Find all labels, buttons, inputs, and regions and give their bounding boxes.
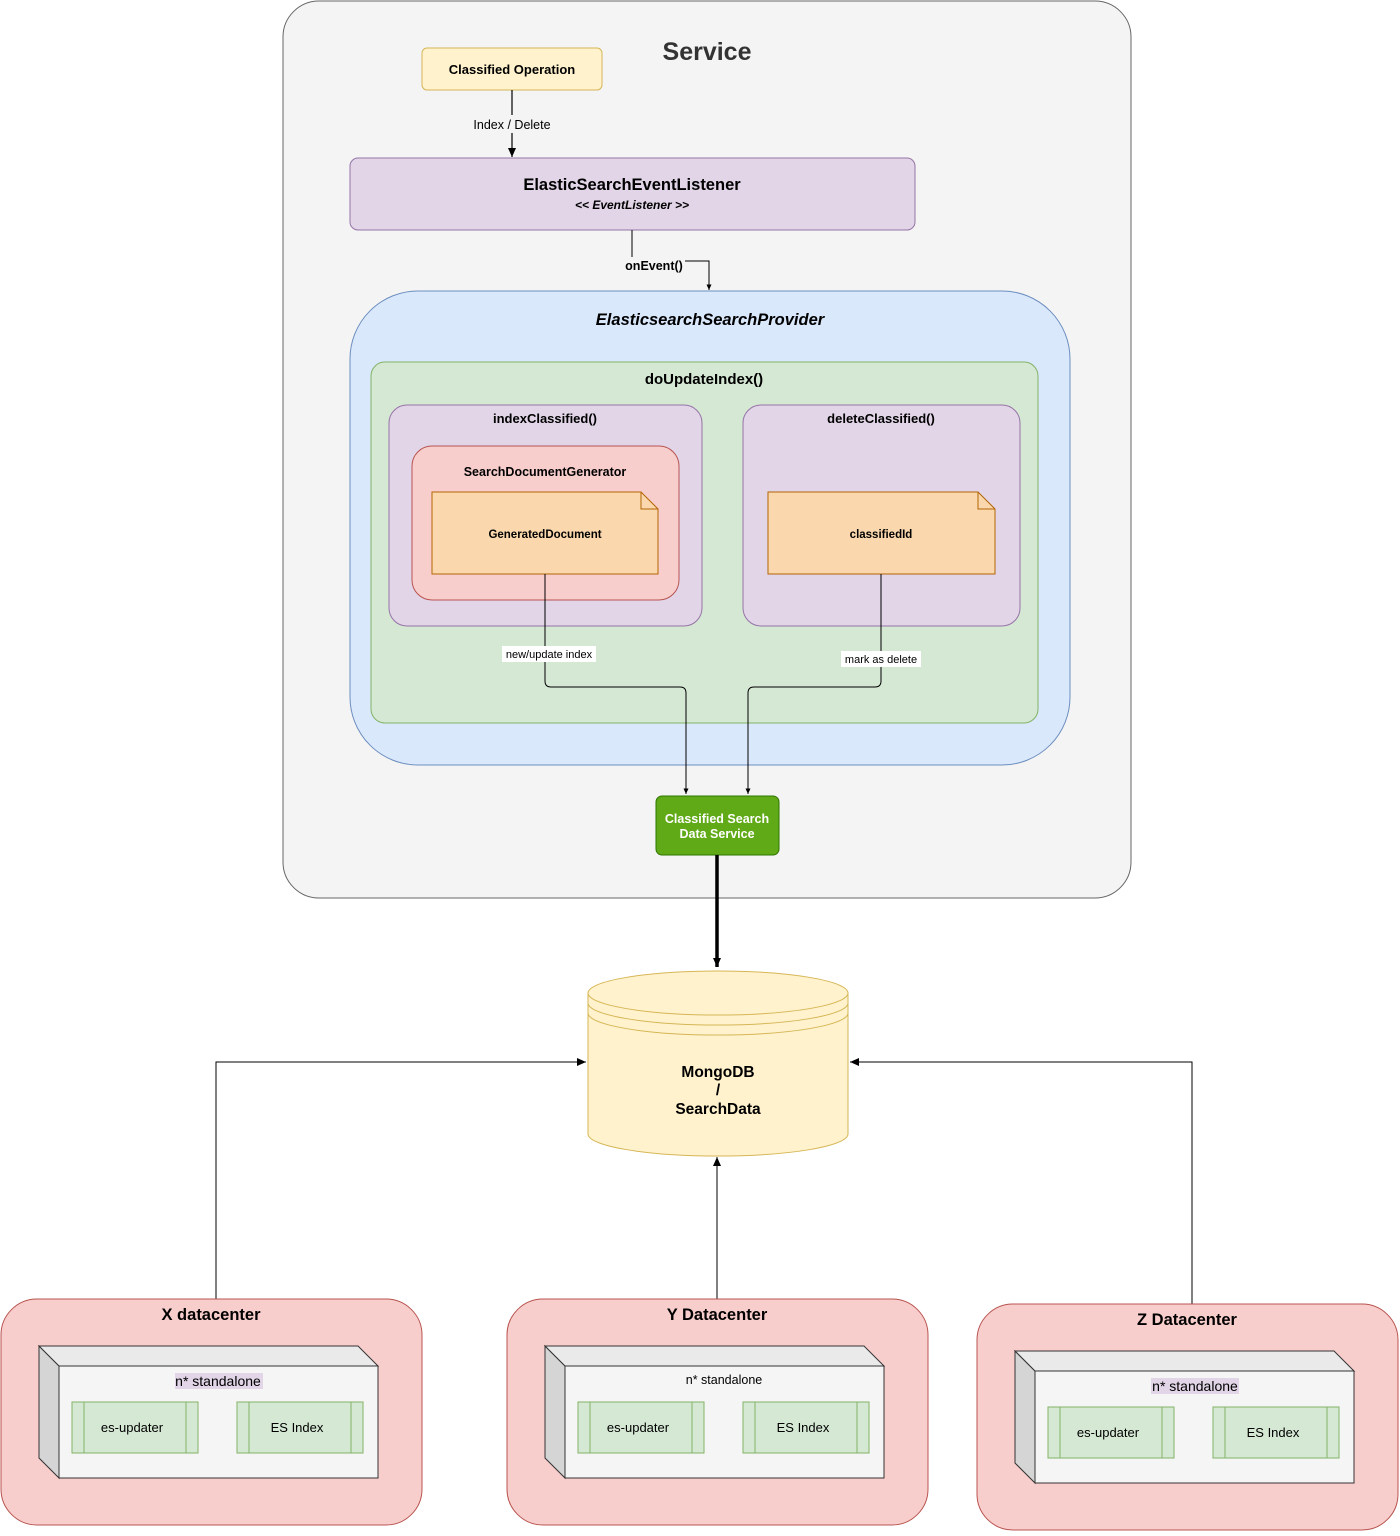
classified-operation-label: Classified Operation (449, 62, 575, 77)
datacenter-z-title: Z Datacenter (1137, 1311, 1238, 1329)
edge-x-to-db (215, 1058, 586, 1299)
datacenter-y-es-updater-label: es-updater (607, 1420, 670, 1435)
search-document-generator-label: SearchDocumentGenerator (464, 465, 627, 479)
db-label-line3: SearchData (675, 1101, 761, 1118)
datacenter-z-node-label: n* standalone (1152, 1378, 1238, 1394)
data-service-box: Classified Search Data Service (655, 795, 780, 856)
do-update-index-label: doUpdateIndex() (645, 371, 763, 388)
datacenter-z-es-updater: es-updater (1047, 1406, 1175, 1459)
datacenter-y-title: Y Datacenter (667, 1306, 768, 1324)
index-classified-label: indexClassified() (493, 411, 597, 426)
search-provider-name: ElasticsearchSearchProvider (596, 311, 826, 329)
event-listener-box: ElasticSearchEventListener << EventListe… (349, 157, 916, 231)
db-label-line2: / (716, 1082, 721, 1099)
datacenter-x: X datacenter n* standalone es-updater ES… (0, 1298, 423, 1526)
datacenter-y-node-label: n* standalone (686, 1373, 763, 1387)
edge-index-delete-label: Index / Delete (473, 118, 550, 132)
event-listener-stereotype: << EventListener >> (575, 198, 689, 212)
edge-new-update-index: new/update index (502, 574, 689, 794)
datacenter-z-es-index-label: ES Index (1247, 1425, 1300, 1440)
edge-mark-as-delete-label: mark as delete (845, 654, 917, 666)
datacenter-x-es-updater: es-updater (71, 1401, 199, 1454)
datacenter-y-es-index: ES Index (742, 1401, 870, 1454)
edge-on-event-label: onEvent() (625, 259, 683, 273)
datacenter-y-es-updater: es-updater (577, 1401, 705, 1454)
edge-on-event: onEvent() (623, 230, 712, 290)
service-title: Service (663, 38, 752, 66)
edge-z-to-db (850, 1058, 1193, 1304)
datacenter-y: Y Datacenter n* standalone es-updater ES… (506, 1298, 929, 1526)
generated-document-note: GeneratedDocument (431, 491, 659, 575)
datacenter-z-es-index: ES Index (1212, 1406, 1340, 1459)
edge-mark-as-delete: mark as delete (745, 574, 921, 794)
edge-new-update-index-label: new/update index (506, 649, 593, 661)
datacenter-z-es-updater-label: es-updater (1077, 1425, 1140, 1440)
datacenter-x-title: X datacenter (161, 1306, 261, 1324)
delete-classified-label: deleteClassified() (827, 411, 935, 426)
datacenter-z: Z Datacenter n* standalone es-updater ES… (976, 1303, 1399, 1531)
classified-operation-box: Classified Operation (421, 47, 603, 91)
classified-id-note: classifiedId (767, 491, 996, 575)
datacenter-y-es-index-label: ES Index (777, 1420, 830, 1435)
mongodb-cylinder: MongoDB / SearchData (587, 970, 849, 1157)
data-service-line2: Data Service (679, 827, 754, 841)
datacenter-x-es-updater-label: es-updater (101, 1420, 164, 1435)
edge-index-delete: Index / Delete (470, 90, 554, 157)
classified-id-label: classifiedId (850, 529, 913, 541)
datacenter-x-es-index-label: ES Index (271, 1420, 324, 1435)
datacenter-x-node-label: n* standalone (175, 1373, 261, 1389)
db-label-line1: MongoDB (681, 1064, 754, 1081)
data-service-line1: Classified Search (665, 812, 769, 826)
datacenter-x-es-index: ES Index (236, 1401, 364, 1454)
generated-document-label: GeneratedDocument (488, 529, 601, 541)
event-listener-name: ElasticSearchEventListener (523, 176, 741, 194)
